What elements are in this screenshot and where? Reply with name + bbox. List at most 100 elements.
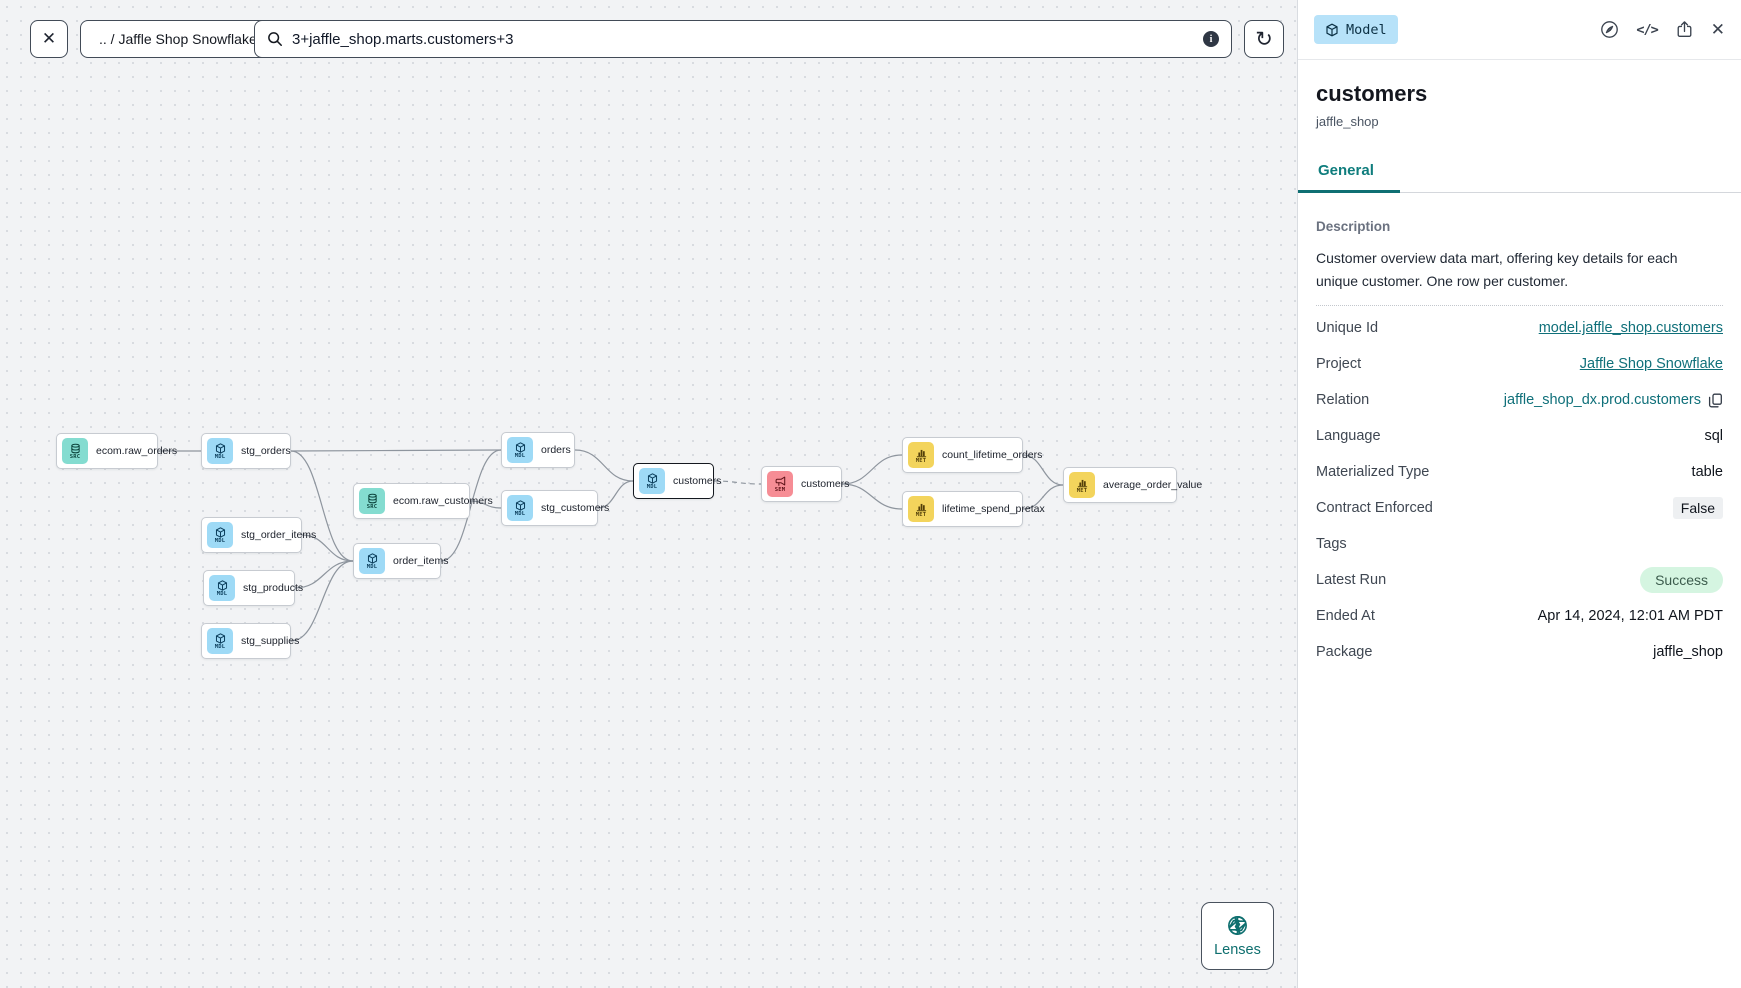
detail-label: Materialized Type <box>1316 464 1430 481</box>
lineage-node-stg_customers[interactable]: MDL stg_customers <box>501 490 609 526</box>
node-label: ecom.raw_orders <box>96 445 178 457</box>
detail-row: Relation jaffle_shop_dx.prod.customers <box>1316 382 1723 418</box>
node-label: stg_products <box>243 582 304 594</box>
detail-label: Contract Enforced <box>1316 500 1433 517</box>
lineage-node-ecom.raw_orders[interactable]: SRC ecom.raw_orders <box>56 433 177 469</box>
tab-general[interactable]: General <box>1298 162 1400 193</box>
detail-value: sql <box>1704 428 1723 445</box>
metric-icon: MET <box>908 442 934 468</box>
detail-row: Contract Enforced False <box>1316 490 1723 526</box>
model-icon: MDL <box>207 438 233 464</box>
metric-icon: MET <box>908 496 934 522</box>
detail-label: Latest Run <box>1316 572 1387 589</box>
node-label: orders <box>541 444 571 456</box>
node-label: count_lifetime_orders <box>942 449 1043 461</box>
lenses-label: Lenses <box>1214 942 1261 958</box>
lineage-edge <box>294 560 354 589</box>
node-label: stg_order_items <box>241 529 317 541</box>
lineage-search-box: i <box>254 20 1232 58</box>
node-label: stg_supplies <box>241 635 300 647</box>
lineage-edge <box>841 454 903 485</box>
share-icon[interactable] <box>1675 20 1694 39</box>
semantic-model-icon: SEM <box>767 471 793 497</box>
detail-value: jaffle_shop <box>1653 644 1723 661</box>
node-label: customers <box>801 478 850 490</box>
detail-label: Package <box>1316 644 1373 661</box>
resource-type-badge: Model <box>1314 15 1398 44</box>
panel-header: Model </> ✕ <box>1298 0 1741 60</box>
lineage-node-orders[interactable]: MDL orders <box>501 432 575 468</box>
description-text: Customer overview data mart, offering ke… <box>1316 250 1678 289</box>
detail-label: Tags <box>1316 536 1347 553</box>
model-icon: MDL <box>639 468 665 494</box>
refresh-icon: ↻ <box>1255 27 1273 51</box>
detail-value: Apr 14, 2024, 12:01 AM PDT <box>1537 608 1723 625</box>
node-label: order_items <box>393 555 449 567</box>
node-label: ecom.raw_customers <box>393 495 493 507</box>
code-view-icon[interactable]: </> <box>1636 21 1658 38</box>
source-icon: SRC <box>359 488 385 514</box>
details-panel: Model </> ✕ customers jaffle_shop <box>1297 0 1741 988</box>
search-icon <box>268 32 282 46</box>
close-icon: ✕ <box>41 29 57 48</box>
lineage-node-ecom.raw_customers[interactable]: SRC ecom.raw_customers <box>353 483 493 519</box>
description-label: Description <box>1316 219 1391 234</box>
lineage-node-order_items[interactable]: MDL order_items <box>353 543 448 579</box>
detail-row: Language sql <box>1316 418 1723 454</box>
copy-icon[interactable] <box>1708 393 1723 408</box>
model-cube-icon <box>1326 23 1338 36</box>
node-label: stg_customers <box>541 502 610 514</box>
node-label: stg_orders <box>241 445 291 457</box>
detail-row: Latest Run Success <box>1316 562 1723 598</box>
contract-enforced-chip: False <box>1672 497 1723 520</box>
divider <box>1316 305 1723 307</box>
lenses-button[interactable]: Lenses <box>1201 902 1274 970</box>
page-title: customers <box>1316 81 1428 106</box>
lineage-edge <box>290 560 354 642</box>
node-label: average_order_value <box>1103 479 1203 491</box>
lineage-node-stg_products[interactable]: MDL stg_products <box>203 570 303 606</box>
close-panel-icon[interactable]: ✕ <box>1710 19 1725 39</box>
lineage-node-stg_order_items[interactable]: MDL stg_order_items <box>201 517 316 553</box>
detail-label: Language <box>1316 428 1381 445</box>
detail-label: Relation <box>1316 392 1370 409</box>
explore-icon[interactable] <box>1600 20 1619 39</box>
relation-value: jaffle_shop_dx.prod.customers <box>1503 392 1701 409</box>
detail-row: Package jaffle_shop <box>1316 634 1723 670</box>
model-icon: MDL <box>207 628 233 654</box>
detail-row: Tags <box>1316 526 1723 562</box>
detail-link[interactable]: Jaffle Shop Snowflake <box>1579 356 1723 373</box>
search-input[interactable] <box>292 30 1203 48</box>
source-icon: SRC <box>62 438 88 464</box>
lineage-node-stg_orders[interactable]: MDL stg_orders <box>201 433 291 469</box>
lineage-node-average_order_value[interactable]: MET average_order_value <box>1063 467 1202 503</box>
metric-icon: MET <box>1069 472 1095 498</box>
breadcrumb[interactable]: .. / Jaffle Shop Snowflake <box>80 20 276 58</box>
lineage-topbar: ✕ .. / Jaffle Shop Snowflake i ↻ <box>0 0 1297 60</box>
lineage-edge <box>574 449 634 482</box>
lineage-node-customers_semantic[interactable]: SEM customers <box>761 466 849 502</box>
lineage-node-stg_supplies[interactable]: MDL stg_supplies <box>201 623 299 659</box>
info-icon[interactable]: i <box>1203 31 1219 47</box>
model-icon: MDL <box>209 575 235 601</box>
lenses-icon <box>1228 916 1247 935</box>
detail-label: Ended At <box>1316 608 1375 625</box>
model-icon: MDL <box>507 437 533 463</box>
lineage-edge <box>841 483 903 510</box>
lineage-edge <box>290 449 502 452</box>
lineage-node-count_lifetime_orders[interactable]: MET count_lifetime_orders <box>902 437 1042 473</box>
model-icon: MDL <box>507 495 533 521</box>
refresh-button[interactable]: ↻ <box>1244 20 1284 58</box>
panel-actions: </> ✕ <box>1600 20 1725 40</box>
detail-row: Materialized Type table <box>1316 454 1723 490</box>
model-icon: MDL <box>359 548 385 574</box>
close-lineage-button[interactable]: ✕ <box>30 20 68 58</box>
detail-value: table <box>1691 464 1723 481</box>
detail-link[interactable]: model.jaffle_shop.customers <box>1538 320 1723 337</box>
status-badge: Success <box>1640 567 1723 594</box>
model-icon: MDL <box>207 522 233 548</box>
